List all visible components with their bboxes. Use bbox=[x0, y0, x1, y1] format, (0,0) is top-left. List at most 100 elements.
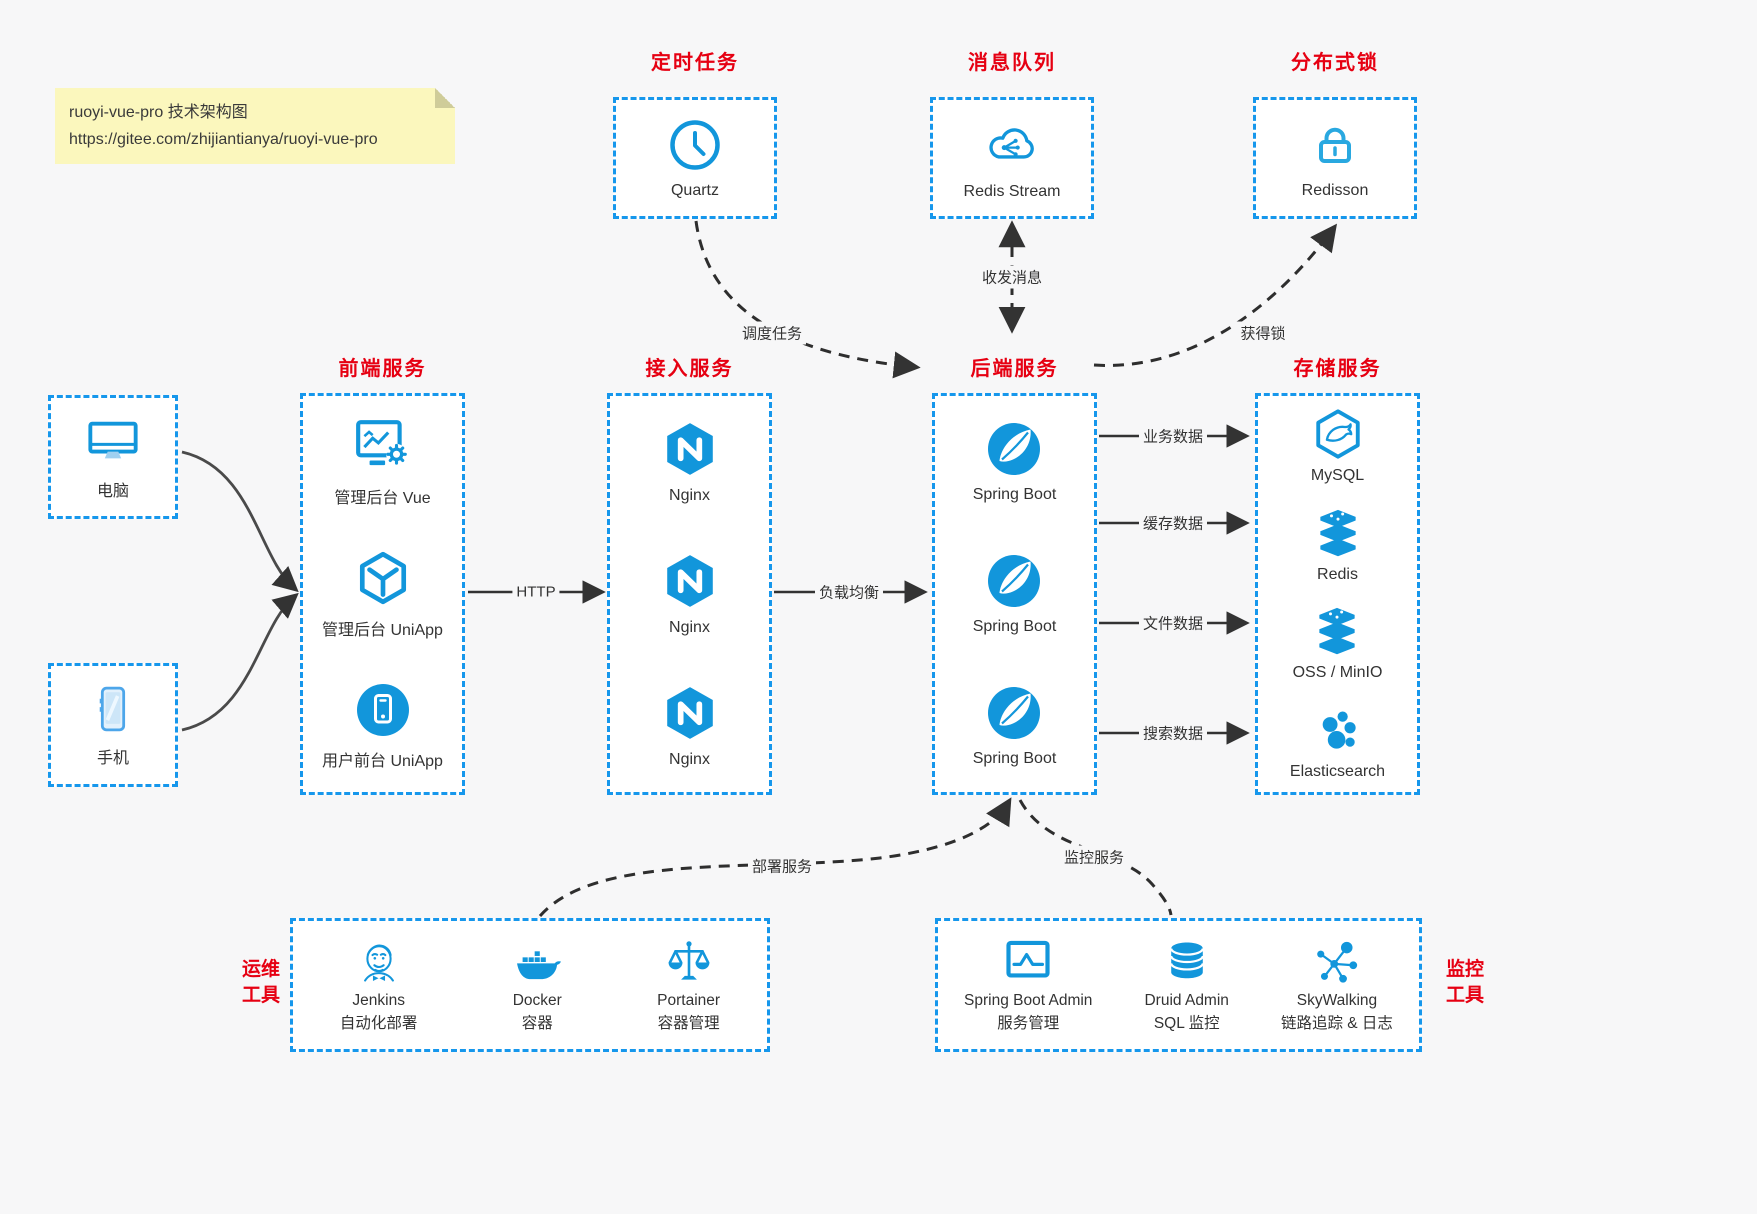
node-label: Spring Boot bbox=[972, 485, 1057, 503]
edge-pc-to-frontend bbox=[181, 450, 299, 593]
edge-label-deploy: 部署服务 bbox=[747, 854, 817, 878]
edge-label-load-balance: 负载均衡 bbox=[814, 580, 884, 604]
node-name: Jenkins bbox=[352, 992, 405, 1010]
admin-vue-icon bbox=[352, 417, 412, 475]
title-backend-services: 后端服务 bbox=[970, 358, 1059, 380]
node-label: Nginx bbox=[669, 486, 710, 504]
edge-lock-line bbox=[1093, 223, 1338, 367]
title-frontend-services: 前端服务 bbox=[338, 358, 427, 380]
monitoring-tools-box: Spring Boot Admin 服务管理 Druid Admin SQL 监… bbox=[935, 918, 1422, 1052]
ops-tools-title-line2: 工具 bbox=[241, 984, 280, 1006]
redis-icon bbox=[1312, 508, 1364, 560]
node-label: Quartz bbox=[670, 181, 719, 199]
edge-label-http: HTTP bbox=[512, 582, 560, 602]
ops-tools-box: Jenkins 自动化部署 Docker 容器 Portainer 容器管理 bbox=[290, 918, 770, 1052]
quartz-node: Quartz bbox=[667, 117, 723, 200]
node-name: Druid Admin bbox=[1144, 992, 1229, 1010]
node-desc: 容器 bbox=[521, 1014, 553, 1032]
spring-boot-icon bbox=[986, 685, 1042, 741]
nginx-icon bbox=[661, 420, 719, 478]
redis-node: Redis bbox=[1312, 508, 1364, 584]
spring-boot-node: Spring Boot bbox=[973, 553, 1056, 636]
spring-boot-icon bbox=[986, 421, 1042, 477]
edge-label-message: 收发消息 bbox=[977, 265, 1047, 289]
node-desc: 自动化部署 bbox=[339, 1014, 418, 1032]
nginx-node: Nginx bbox=[661, 552, 719, 637]
admin-vue-node: 管理后台 Vue bbox=[334, 417, 431, 508]
note-url: https://gitee.com/zhijiantianya/ruoyi-vu… bbox=[69, 131, 378, 149]
portainer-icon bbox=[663, 936, 715, 988]
title-scheduled-tasks: 定时任务 bbox=[651, 52, 739, 74]
spring-boot-node: Spring Boot bbox=[973, 685, 1056, 768]
desktop-icon bbox=[86, 414, 140, 468]
elasticsearch-node: Elasticsearch bbox=[1290, 705, 1385, 781]
docker-node: Docker 容器 bbox=[511, 936, 563, 1034]
nginx-node: Nginx bbox=[661, 420, 719, 505]
nginx-icon bbox=[661, 552, 719, 610]
node-label: Nginx bbox=[669, 618, 710, 636]
node-label: 用户前台 UniApp bbox=[322, 753, 443, 771]
node-label: 管理后台 Vue bbox=[334, 489, 431, 507]
sticky-note: ruoyi-vue-pro 技术架构图 https://gitee.com/zh… bbox=[55, 88, 455, 165]
node-name: Docker bbox=[512, 992, 562, 1010]
title-access-services: 接入服务 bbox=[645, 358, 734, 380]
portainer-node: Portainer 容器管理 bbox=[657, 936, 720, 1034]
ops-tools-title: 运维 工具 bbox=[233, 957, 289, 1008]
edge-label-business-data: 业务数据 bbox=[1138, 424, 1208, 448]
pc-client-box: 电脑 bbox=[48, 395, 178, 519]
quartz-box: Quartz bbox=[613, 97, 777, 219]
user-app-icon bbox=[355, 682, 411, 738]
node-desc: 容器管理 bbox=[657, 1014, 720, 1032]
pc-client-node: 电脑 bbox=[86, 414, 140, 501]
mysql-icon bbox=[1311, 407, 1365, 461]
spring-boot-admin-node: Spring Boot Admin 服务管理 bbox=[964, 936, 1092, 1034]
nginx-node: Nginx bbox=[661, 684, 719, 769]
node-label: 管理后台 UniApp bbox=[322, 622, 443, 640]
node-name: Spring Boot Admin bbox=[964, 992, 1093, 1010]
monitoring-tools-title: 监控 工具 bbox=[1437, 957, 1493, 1008]
frontend-services-box: 管理后台 Vue 管理后台 UniApp 用户前台 UniApp bbox=[300, 393, 465, 795]
edge-schedule-line bbox=[694, 220, 921, 379]
jenkins-icon bbox=[353, 936, 405, 988]
cloud-share-icon bbox=[983, 116, 1041, 174]
node-label: 电脑 bbox=[96, 482, 129, 500]
node-label: Redis bbox=[1317, 565, 1358, 583]
edge-phone-to-frontend bbox=[181, 592, 299, 732]
oss-minio-icon bbox=[1311, 606, 1363, 658]
redisson-node: Redisson bbox=[1301, 117, 1369, 200]
mysql-node: MySQL bbox=[1311, 407, 1365, 485]
mobile-client-box: 手机 bbox=[48, 663, 178, 787]
admin-uniapp-node: 管理后台 UniApp bbox=[322, 549, 443, 640]
clock-icon bbox=[667, 117, 723, 173]
title-storage-services: 存储服务 bbox=[1293, 358, 1382, 380]
node-label: MySQL bbox=[1310, 467, 1365, 485]
title-message-queue: 消息队列 bbox=[968, 52, 1056, 74]
edge-label-search-data: 搜索数据 bbox=[1138, 721, 1208, 745]
ops-tools-title-line1: 运维 bbox=[241, 959, 280, 980]
backend-services-box: Spring Boot Spring Boot Spring Boot bbox=[932, 393, 1097, 795]
druid-admin-node: Druid Admin SQL 监控 bbox=[1144, 936, 1229, 1034]
node-name: Portainer bbox=[657, 992, 721, 1010]
node-label: OSS / MinIO bbox=[1292, 664, 1383, 682]
edge-label-schedule: 调度任务 bbox=[737, 321, 807, 345]
phone-icon bbox=[87, 683, 139, 735]
jenkins-node: Jenkins 自动化部署 bbox=[339, 936, 418, 1034]
skywalking-icon bbox=[1311, 936, 1363, 988]
edge-deploy-line bbox=[538, 797, 1012, 917]
monitoring-tools-title-line2: 工具 bbox=[1445, 984, 1484, 1006]
monitoring-tools-title-line1: 监控 bbox=[1445, 959, 1484, 980]
edge-label-monitor: 监控服务 bbox=[1059, 845, 1129, 869]
edge-label-lock: 获得锁 bbox=[1236, 321, 1290, 345]
access-services-box: Nginx Nginx Nginx bbox=[607, 393, 772, 795]
redis-stream-node: Redis Stream bbox=[963, 116, 1061, 201]
edge-monitor-line bbox=[1018, 799, 1173, 916]
mobile-client-node: 手机 bbox=[87, 683, 139, 768]
oss-minio-node: OSS / MinIO bbox=[1292, 606, 1383, 682]
node-label: Redis Stream bbox=[963, 182, 1061, 200]
node-label: 手机 bbox=[96, 749, 129, 767]
lock-icon bbox=[1307, 117, 1363, 173]
node-label: Redisson bbox=[1301, 181, 1369, 199]
edge-label-cache-data: 缓存数据 bbox=[1138, 511, 1208, 535]
